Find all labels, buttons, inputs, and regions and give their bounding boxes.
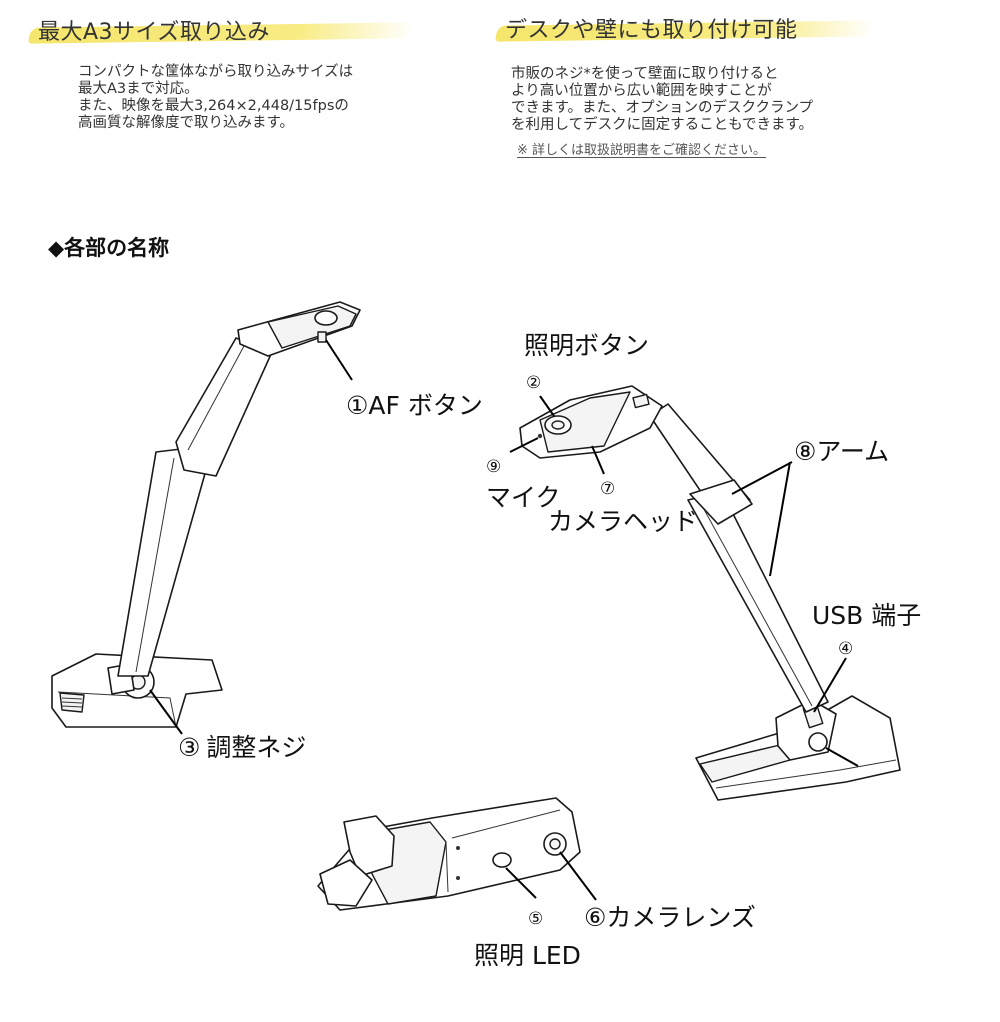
description-line: を利用してデスクに固定することもできます。 (511, 117, 814, 133)
camera-head-underside (317, 797, 581, 911)
label-arm: ⑧アーム (794, 437, 889, 466)
label-light-led-number: ⑤ (528, 909, 543, 929)
label-camera-lens: ⑥カメラレンズ (584, 903, 756, 932)
description-line: また、映像を最大3,264×2,448/15fpsの (78, 98, 349, 114)
feature-heading: デスクや壁にも取り付け可能 (494, 12, 876, 44)
label-usb-port: USB 端子 (812, 601, 921, 630)
feature-description: 市販のネジ*を使って壁面に取り付けると より高い位置から広い範囲を映すことが で… (511, 66, 813, 134)
label-af-button: ①AF ボタン (346, 391, 483, 420)
description-line: 高画質な解像度で取り込みます。 (78, 115, 295, 131)
section-title: ◆各部の名称 (48, 236, 170, 260)
leader-adjust-screw (149, 689, 183, 735)
leader-light-led (505, 867, 537, 899)
label-light-button-number: ② (526, 373, 541, 393)
leader-camera-head (591, 445, 605, 475)
description-line: コンパクトな筐体ながら取り込みサイズは (78, 64, 354, 80)
leader-mic (509, 437, 539, 453)
label-camera-head-number: ⑦ (600, 479, 615, 499)
label-usb-port-number: ④ (838, 639, 853, 659)
feature-mounting: デスクや壁にも取り付け可能 市販のネジ*を使って壁面に取り付けると より高い位置… (494, 12, 876, 159)
leader-arm (731, 461, 793, 577)
label-light-led: 照明 LED (474, 941, 581, 970)
feature-description: コンパクトな筐体ながら取り込みサイズは 最大A3まで対応。 また、映像を最大3,… (78, 64, 353, 132)
label-mic: マイク (486, 483, 561, 512)
label-mic-number: ⑨ (486, 457, 501, 477)
description-line: より高い位置から広い範囲を映すことが (511, 83, 772, 99)
description-line: 市販のネジ*を使って壁面に取り付けると (511, 66, 779, 82)
label-light-button: 照明ボタン (524, 331, 649, 360)
leader-camera-lens (559, 851, 597, 901)
description-line: できます。また、オプションのデスククランプ (511, 100, 814, 116)
leader-usb-port (813, 657, 847, 713)
leader-af-button (325, 339, 353, 381)
description-line: 最大A3まで対応。 (78, 81, 199, 97)
feature-a3-capture: 最大A3サイズ取り込み コンパクトな筐体ながら取り込みサイズは 最大A3まで対応… (27, 14, 416, 132)
camera-illustration-side (51, 301, 361, 728)
label-camera-head: カメラヘッド (548, 507, 698, 536)
leader-light-button (539, 395, 555, 417)
camera-illustration-perspective (519, 385, 901, 801)
manual-note: ※ 詳しくは取扱説明書をご確認ください。 (517, 143, 767, 158)
feature-heading: 最大A3サイズ取り込み (27, 14, 416, 46)
